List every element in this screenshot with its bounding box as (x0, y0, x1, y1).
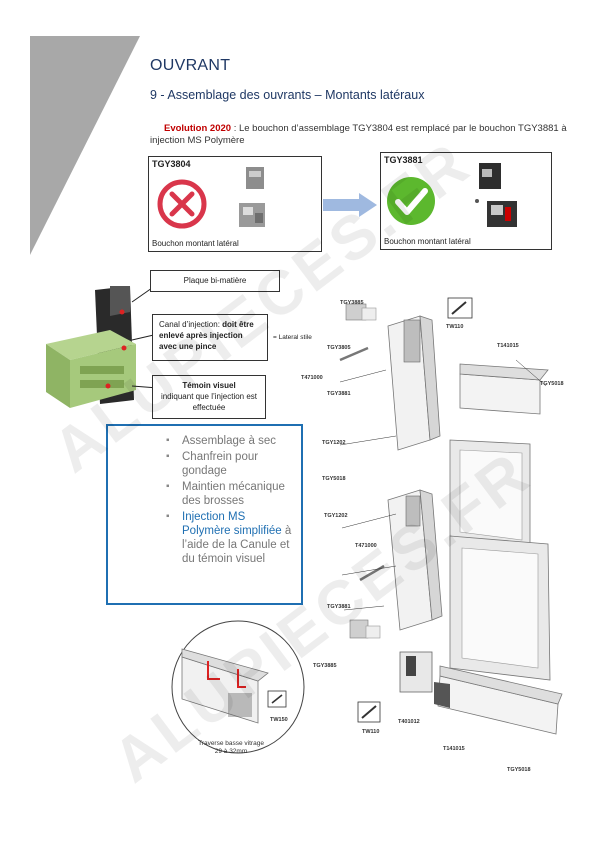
label-t471000-bottom: T471000 (355, 543, 377, 549)
label-tw110-top: TW110 (446, 324, 464, 330)
evolution-text: : Le bouchon d’assemblage (231, 123, 353, 134)
label-t141015-top: T141015 (497, 343, 519, 349)
label-tgy1202-a: TGY1202 (322, 440, 346, 446)
evolution-code-new: TGY3881 (518, 123, 559, 134)
label-tgy3885-top: TGY3885 (340, 300, 364, 306)
callout-canal-bold: doit être enlevé après injection avec un… (159, 320, 254, 351)
evolution-text: à injection MS Polymère (150, 123, 567, 146)
features-box: Assemblage à sec Chanfrein pour gondage … (106, 424, 303, 605)
label-tgy3885-bottom: TGY3885 (313, 663, 337, 669)
feature-item: Chanfrein pour gondage (162, 450, 293, 478)
feature-item: Maintien mécanique des brosses (162, 480, 293, 508)
evolution-tag: Evolution 2020 (164, 123, 232, 134)
label-t141015-bottom: T141015 (443, 746, 465, 752)
label-tw150: TW150 (270, 717, 288, 723)
features-list: Assemblage à sec Chanfrein pour gondage … (162, 434, 293, 566)
arrow-right-icon (323, 193, 377, 217)
label-tgy5018-right: TGY5018 (540, 381, 564, 387)
evolution-code-old: TGY3804 (352, 123, 394, 134)
new-part-code: TGY3881 (384, 155, 423, 165)
label-tgy3881-top: TGY3881 (327, 391, 351, 397)
page-title: OUVRANT (150, 57, 231, 74)
callout-plaque: Plaque bi-matière (150, 270, 280, 292)
feature-item: Assemblage à sec (162, 434, 293, 448)
feature-highlight-text: Injection MS Polymère simplifiée (182, 511, 282, 537)
new-plug-illustration (475, 163, 517, 227)
callout-canal-prefix: Canal d’injection: (159, 320, 223, 329)
label-tgy5018-mid: TGY5018 (322, 476, 346, 482)
lateral-stile-label: = Lateral stile (273, 334, 312, 341)
callout-temoin: Témoin visuel indiquant que l’injection … (152, 375, 266, 419)
detail-caption: Traverse basse vitrage 29 à 32mm (198, 740, 264, 755)
label-t471000-top: T471000 (301, 375, 323, 381)
label-tw110-bottom: TW110 (362, 729, 380, 735)
label-tgy1202-b: TGY1202 (324, 513, 348, 519)
callout-plaque-text: Plaque bi-matière (183, 276, 247, 285)
corner-decoration (30, 36, 140, 255)
exploded-diagram (339, 297, 563, 735)
label-tgy3881-bottom: TGY3881 (327, 604, 351, 610)
old-plug-illustration (239, 167, 265, 227)
evolution-text: est remplacé par le bouchon (393, 123, 519, 134)
reject-icon (157, 179, 207, 229)
old-part-box: TGY3804 Bouchon montant latéral (148, 156, 322, 252)
label-tgy5018-bottom: TGY5018 (507, 767, 531, 773)
section-subtitle: 9 - Assemblage des ouvrants – Montants l… (150, 88, 425, 102)
old-part-caption: Bouchon montant latéral (152, 239, 239, 248)
assembly-illustration (46, 286, 159, 408)
feature-rest-text: à l’aide de la Canule et du témoin visue… (182, 525, 292, 565)
callout-temoin-rest: indiquant que l’injection est effectuée (160, 392, 258, 412)
evolution-note: Evolution 2020 : Le bouchon d’assemblage… (150, 123, 570, 147)
label-tgy3805: TGY3805 (327, 345, 351, 351)
feature-item-highlight: Injection MS Polymère simplifiée à l’aid… (162, 510, 293, 566)
old-part-code: TGY3804 (152, 159, 191, 169)
new-part-box: TGY3881 Bouchon montant latéral (380, 152, 552, 250)
label-t401012: T401012 (398, 719, 420, 725)
check-icon (387, 177, 435, 225)
new-part-caption: Bouchon montant latéral (384, 237, 471, 246)
detail-magnifier (171, 620, 305, 754)
callout-temoin-bold: Témoin visuel (182, 381, 236, 390)
callout-canal: Canal d’injection: doit être enlevé aprè… (152, 314, 268, 361)
